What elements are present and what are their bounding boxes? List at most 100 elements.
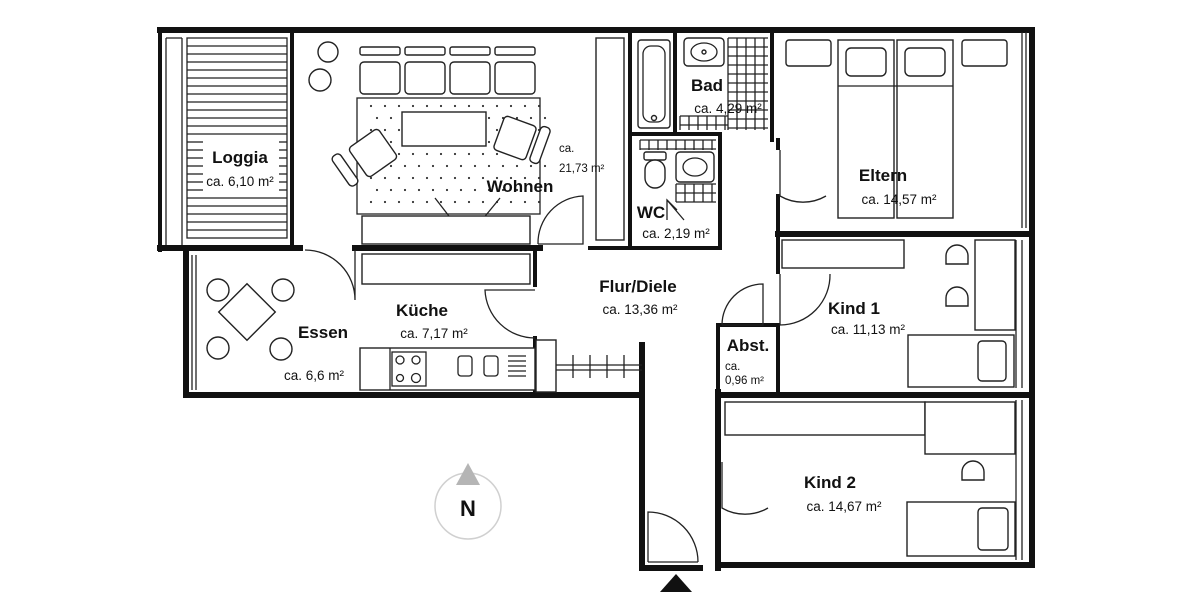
rug-dot xyxy=(403,164,407,168)
doors[interactable] xyxy=(304,150,831,563)
rug-dot xyxy=(487,116,491,120)
rug-dot xyxy=(481,200,485,204)
rug-dot xyxy=(515,116,519,120)
rug-dot xyxy=(537,176,541,180)
room-name-kueche: Küche xyxy=(396,301,448,320)
rug-dot xyxy=(459,188,463,192)
rug-dot xyxy=(487,140,491,144)
rug-dot xyxy=(473,188,477,192)
rug-dot xyxy=(495,176,499,180)
living-room-furniture xyxy=(308,37,625,245)
room-area-bad: ca. 4,29 m² xyxy=(694,101,762,116)
rug-dot xyxy=(397,128,401,132)
rug-dot xyxy=(375,116,379,120)
rug-dot xyxy=(417,188,421,192)
rug-dot xyxy=(501,188,505,192)
rug-dot xyxy=(529,188,533,192)
room-name-wohnen: Wohnen xyxy=(487,177,554,196)
room-area-wohnen-line2: 21,73 m² xyxy=(559,163,605,175)
entrance-triangle-icon xyxy=(660,574,692,592)
rug-dot xyxy=(425,104,429,108)
rug-dot xyxy=(487,164,491,168)
north-arrow-icon: N xyxy=(434,463,502,540)
rug-dot xyxy=(369,104,373,108)
rug-dot xyxy=(453,176,457,180)
rug-dot xyxy=(397,200,401,204)
rug-dot xyxy=(453,152,457,156)
dining-furniture xyxy=(206,278,295,361)
rug-dot xyxy=(439,104,443,108)
rug-dot xyxy=(523,200,527,204)
room-area-wohnen-line1: ca. xyxy=(559,143,574,155)
room-name-flur: Flur/Diele xyxy=(599,277,676,296)
rug-dot xyxy=(537,200,541,204)
rug-dot xyxy=(417,164,421,168)
rug-dot xyxy=(445,164,449,168)
rug-dot xyxy=(383,176,387,180)
rug-dot xyxy=(509,200,513,204)
rug-dot xyxy=(543,188,547,192)
rug-dot xyxy=(425,200,429,204)
room-name-kind1: Kind 1 xyxy=(828,299,880,318)
rug-dot xyxy=(425,152,429,156)
walls xyxy=(157,27,1035,571)
rug-dot xyxy=(383,104,387,108)
bathroom-fixtures xyxy=(637,37,768,203)
rug-dot xyxy=(487,188,491,192)
rug-dot xyxy=(543,116,547,120)
room-name-essen: Essen xyxy=(298,323,348,342)
rug-dot xyxy=(453,200,457,204)
rug-dot xyxy=(439,200,443,204)
rug-dot xyxy=(537,104,541,108)
room-name-eltern: Eltern xyxy=(859,166,907,185)
room-area-flur: ca. 13,36 m² xyxy=(602,302,678,317)
rug-dot xyxy=(389,116,393,120)
rug-dot xyxy=(375,188,379,192)
rug-dot xyxy=(467,152,471,156)
bedroom-parents-furniture xyxy=(785,39,1008,219)
rug-dot xyxy=(467,200,471,204)
rug-dot xyxy=(529,164,533,168)
rug-dot xyxy=(425,176,429,180)
rug-dot xyxy=(445,188,449,192)
bedroom-child2-furniture xyxy=(724,401,1016,557)
room-area-abst-line2: 0,96 m² xyxy=(725,375,764,387)
rug-dot xyxy=(397,152,401,156)
rug-dot xyxy=(411,200,415,204)
room-name-wc: WC xyxy=(637,203,665,222)
rug-dot xyxy=(369,176,373,180)
rug-dot xyxy=(481,176,485,180)
rug-dot xyxy=(397,104,401,108)
rug-dot xyxy=(529,116,533,120)
rug-dot xyxy=(411,104,415,108)
rug-dot xyxy=(543,164,547,168)
rug-dot xyxy=(383,200,387,204)
rug-dot xyxy=(495,152,499,156)
room-labels: Loggia ca. 6,10 m² Wohnen ca. 21,73 m² B… xyxy=(206,76,937,514)
bedroom-child1-furniture xyxy=(781,239,1016,388)
rug-dot xyxy=(431,164,435,168)
rug-dot xyxy=(439,152,443,156)
room-area-kueche: ca. 7,17 m² xyxy=(400,326,468,341)
rug-dot xyxy=(509,104,513,108)
rug-dot xyxy=(369,200,373,204)
room-name-abst: Abst. xyxy=(727,336,770,355)
rug-dot xyxy=(481,152,485,156)
rug-dot xyxy=(523,104,527,108)
rug-dot xyxy=(411,152,415,156)
loggia-deck xyxy=(186,37,288,239)
rug-dot xyxy=(389,164,393,168)
rug-dot xyxy=(467,104,471,108)
rug-dot xyxy=(369,128,373,132)
room-area-kind1: ca. 11,13 m² xyxy=(831,322,906,337)
rug-dot xyxy=(439,176,443,180)
rug-dot xyxy=(411,176,415,180)
rug-dot xyxy=(515,188,519,192)
kitchen-furniture xyxy=(359,253,557,393)
rug-dot xyxy=(389,188,393,192)
rug-dot xyxy=(501,164,505,168)
rug-dot xyxy=(515,164,519,168)
room-area-abst-line1: ca. xyxy=(725,361,740,373)
room-name-kind2: Kind 2 xyxy=(804,473,856,492)
